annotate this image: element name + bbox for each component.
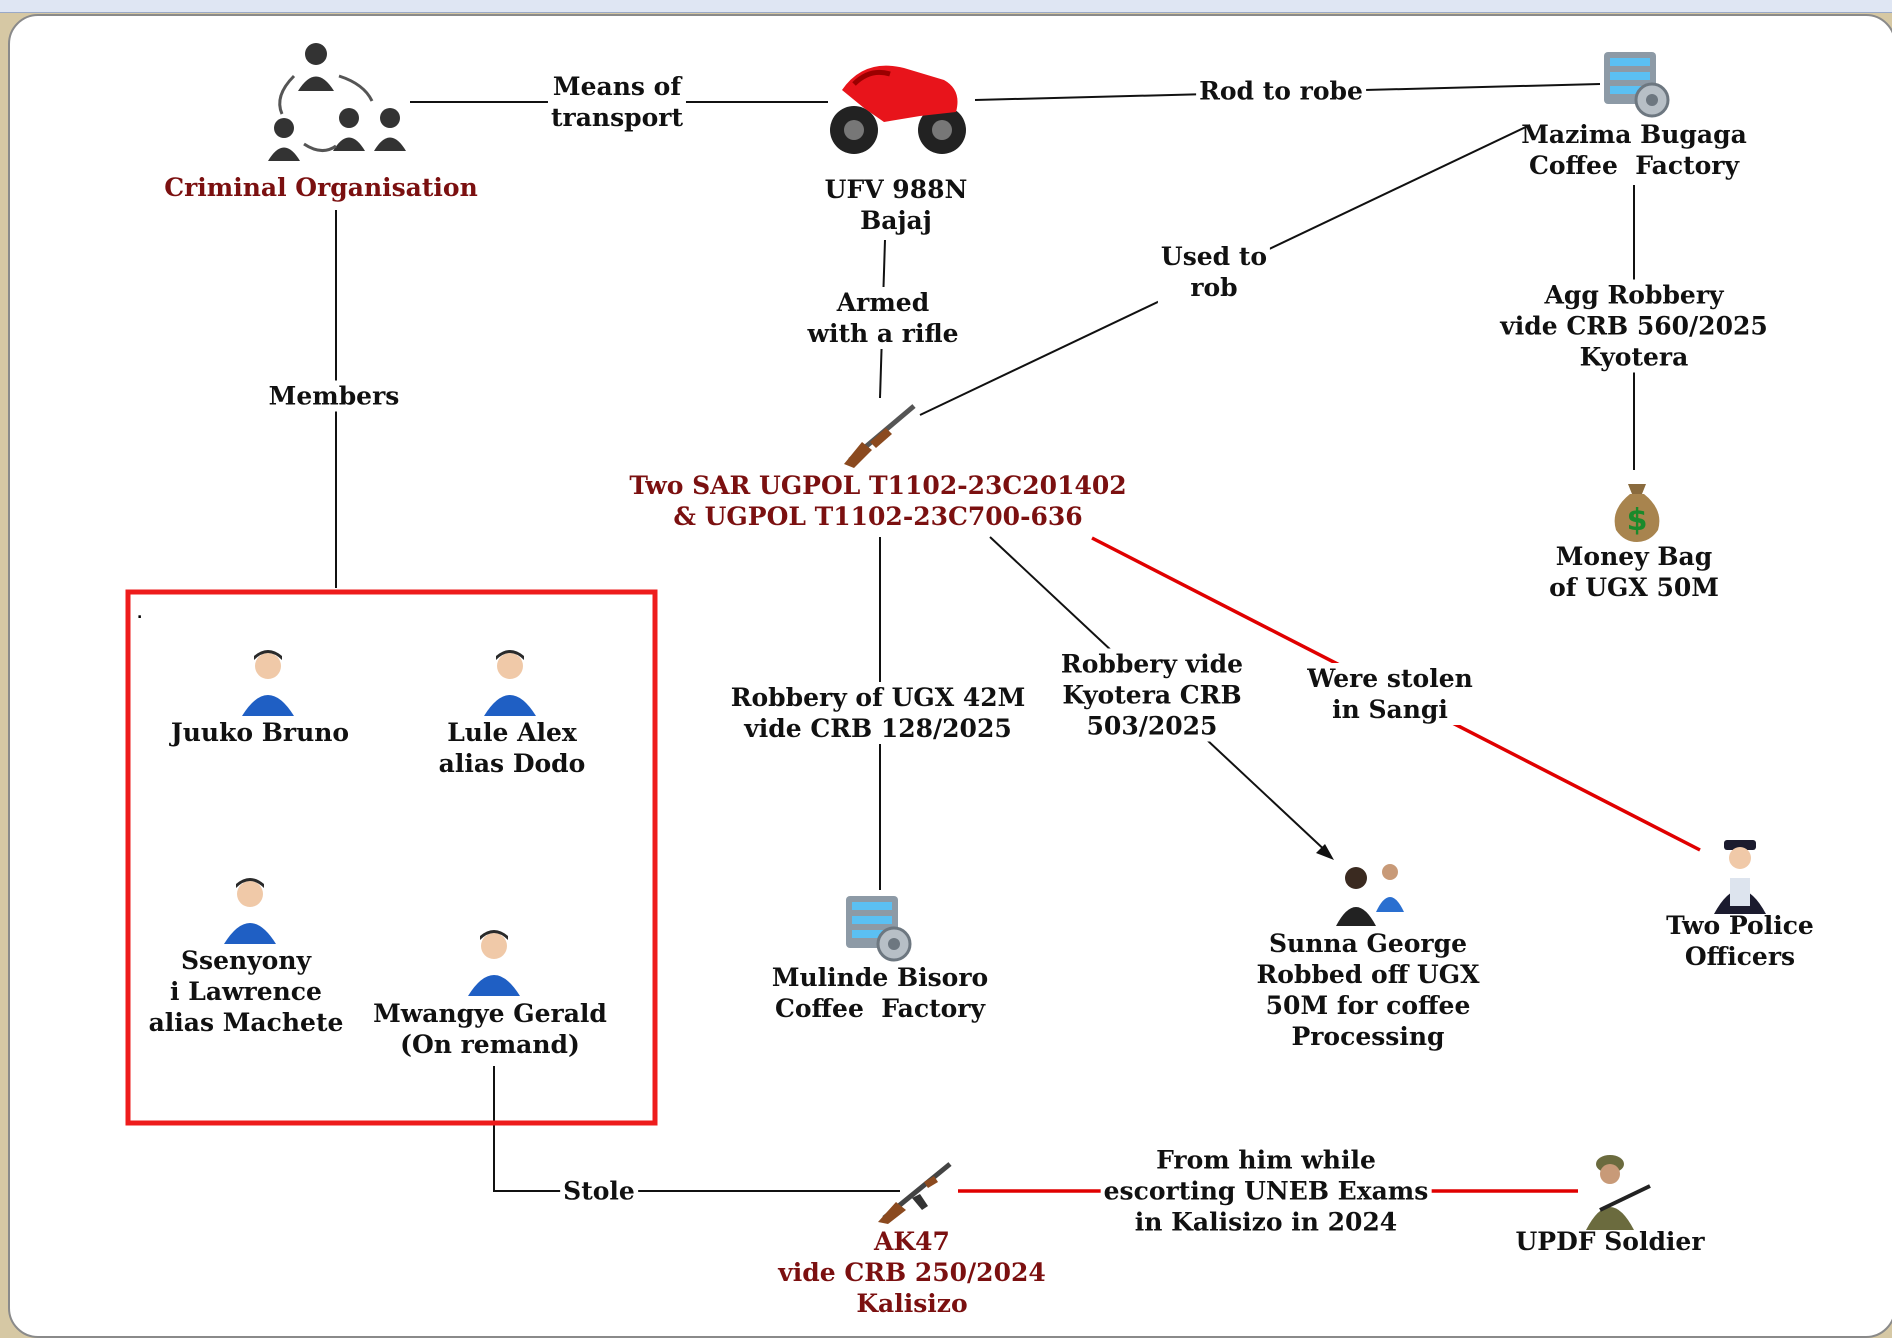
police-officer-icon xyxy=(1714,840,1766,914)
edge-label-stole: Stole xyxy=(560,1175,638,1207)
person-icon xyxy=(242,650,294,716)
updf-soldier-label: UPDF Soldier xyxy=(1515,1227,1705,1256)
ak47-rifle-icon xyxy=(878,1162,952,1224)
edge-line-mwangye-ak47 xyxy=(493,1066,900,1192)
two-people-icon xyxy=(1336,864,1404,926)
person-icon xyxy=(468,930,520,996)
members-box xyxy=(125,589,658,1126)
factory-gear-icon xyxy=(846,896,912,962)
edge-label-members: Members xyxy=(265,380,403,412)
red-motorcycle-icon xyxy=(830,65,966,154)
criminal-organisation-label: Criminal Organisation xyxy=(164,173,478,202)
money-bag-icon: $ xyxy=(1614,484,1660,542)
person-icon xyxy=(224,878,276,944)
group-of-men-icon xyxy=(268,43,406,161)
members-box-dot: . xyxy=(137,606,143,622)
edge-label-rod-to-robe: Rod to robe xyxy=(1196,75,1366,107)
diagram-panel xyxy=(8,14,1892,1338)
guns-label: Two SAR UGPOL T1102-23C201402& UGPOL T11… xyxy=(629,471,1127,531)
factory-gear-icon xyxy=(1604,52,1670,118)
svg-text:$: $ xyxy=(1627,503,1648,538)
juuko-bruno-label: Juuko Bruno xyxy=(170,718,350,747)
edge-arrowhead-sunna xyxy=(1316,844,1334,860)
shotgun-icon xyxy=(844,404,916,468)
soldier-icon xyxy=(1586,1155,1651,1230)
person-icon xyxy=(484,650,536,716)
mwangye-gerald-label: Mwangye Gerald(On remand) xyxy=(373,999,607,1059)
header-strip xyxy=(0,0,1892,13)
